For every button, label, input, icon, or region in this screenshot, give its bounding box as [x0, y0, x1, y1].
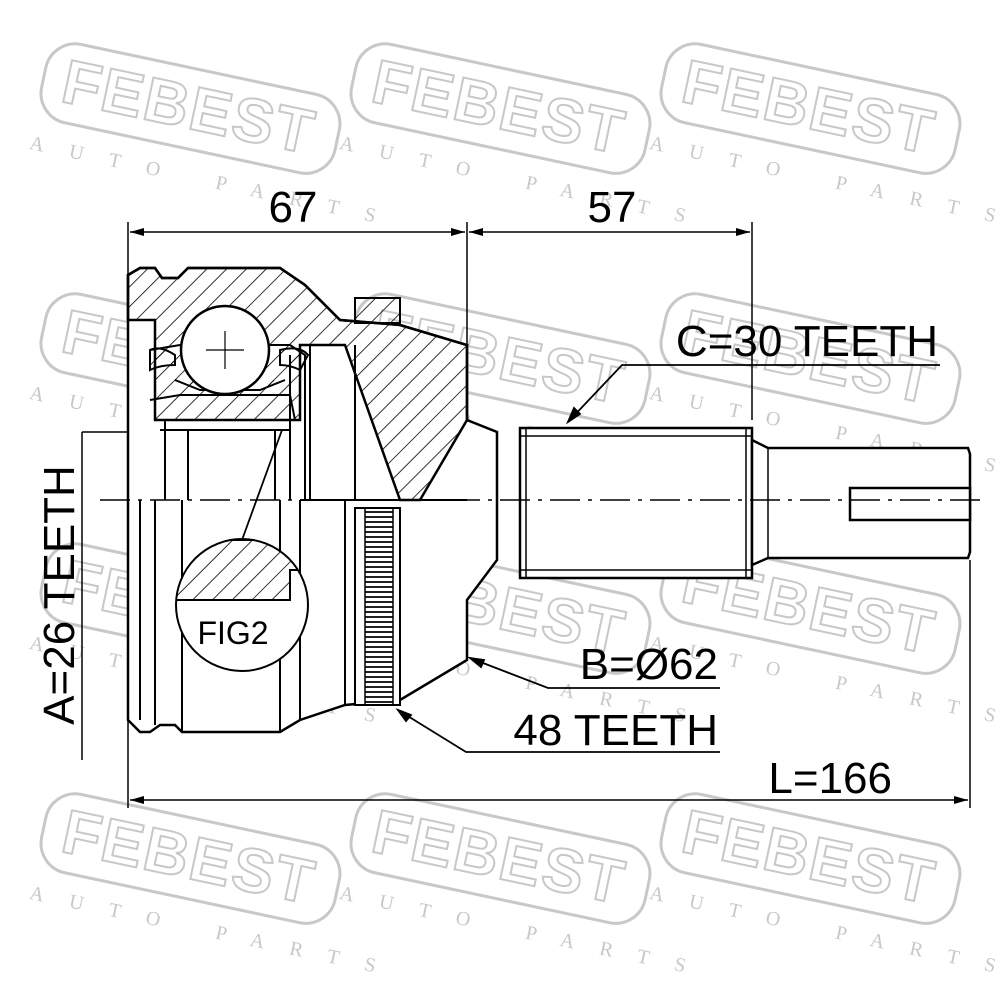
- leader-lines: [395, 364, 940, 753]
- dim-text-67: 67: [269, 183, 318, 232]
- fig2-detail: FIG2: [175, 429, 309, 672]
- watermark-logo: FEBEST AUTO PARTS: [338, 792, 713, 983]
- dimension-lines: [130, 228, 968, 804]
- abs-ring: [354, 507, 401, 706]
- snap-ring: [354, 297, 401, 324]
- stub-shaft: [518, 426, 972, 580]
- ball: [179, 304, 271, 396]
- dim-text-a-teeth: A=26 TEETH: [35, 465, 84, 725]
- dim-text-b-diameter: B=Ø62: [580, 640, 718, 689]
- dim-text-57: 57: [588, 183, 637, 232]
- dim-text-length: L=166: [768, 754, 892, 803]
- leader-b-diameter: [469, 657, 720, 689]
- dim-text-c-teeth: C=30 TEETH: [676, 317, 938, 366]
- dim-text-48-teeth: 48 TEETH: [513, 706, 718, 755]
- cage-detail: [139, 344, 356, 732]
- fig2-label: FIG2: [197, 615, 268, 651]
- leader-48-teeth: [397, 709, 720, 753]
- watermark-logo: FEBEST AUTO PARTS: [648, 792, 1000, 983]
- watermark-logo: FEBEST AUTO PARTS: [28, 792, 403, 983]
- watermark-logo: FEBEST AUTO PARTS: [648, 42, 1000, 233]
- watermark-logo: FEBEST AUTO PARTS: [28, 42, 403, 233]
- leader-c-teeth: [567, 364, 940, 423]
- watermark-logo: FEBEST AUTO PARTS: [338, 42, 713, 233]
